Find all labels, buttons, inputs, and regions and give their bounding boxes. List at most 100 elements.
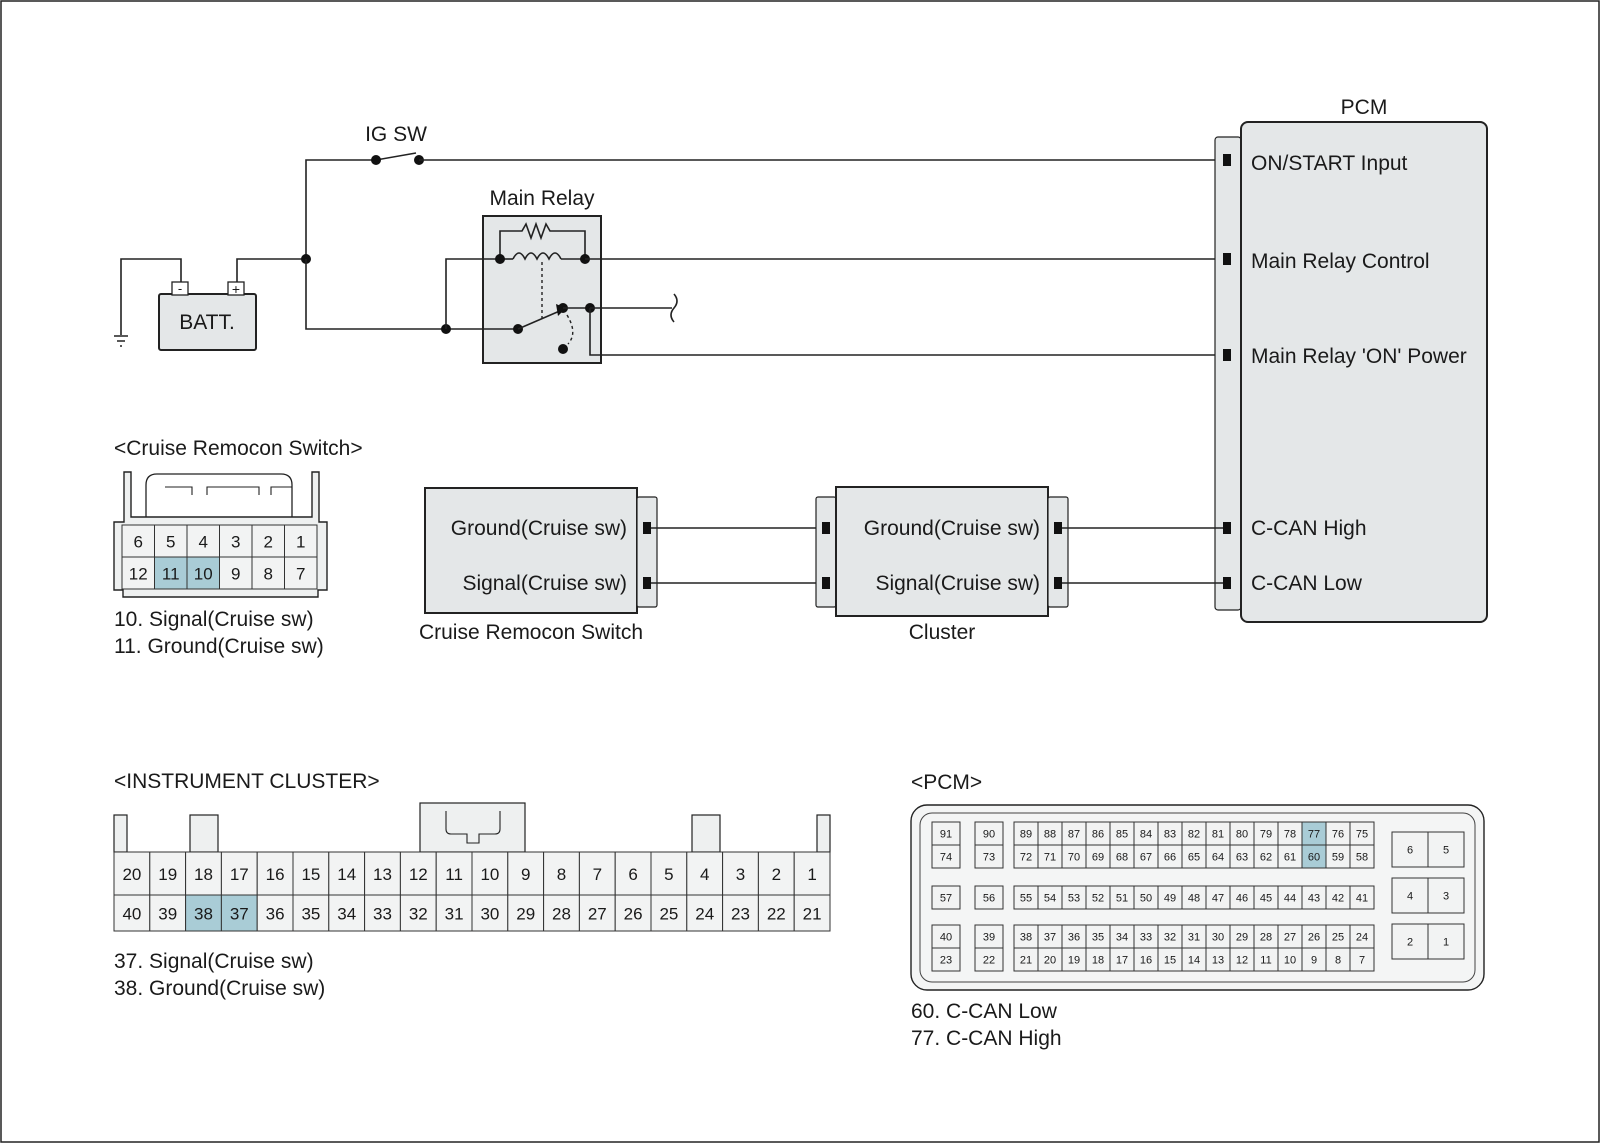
pcm-pin-7-label: 7 [1359, 955, 1365, 967]
cluster-pin-40-cell [113, 894, 151, 932]
cluster-pin-9-cell [507, 851, 545, 896]
pcm-connector-inner [919, 812, 1476, 983]
cluster-pin-10-label: 10 [480, 865, 499, 884]
pcm-pin-22-label: 22 [983, 955, 995, 967]
pcm-pin-77-label: 77 [1308, 829, 1320, 841]
pcm-pin-42-label: 42 [1332, 893, 1344, 905]
relay-contact-arm [517, 309, 563, 330]
cluster-pin-5-label: 5 [664, 865, 673, 884]
cluster-pin-31-label: 31 [445, 905, 464, 924]
pcm-pin-67-label: 67 [1140, 852, 1152, 864]
cluster-pin-37-label: 37 [230, 905, 249, 924]
cruise-pin-6-label: 6 [134, 533, 143, 552]
pcm-pin-26-label: 26 [1308, 932, 1320, 944]
pcm-pin-7-cell [1349, 947, 1375, 972]
cluster-signal-label: Signal(Cruise sw) [875, 572, 1040, 595]
pcm-pin-52-label: 52 [1092, 893, 1104, 905]
pcm-pin-31-label: 31 [1188, 932, 1200, 944]
pcm-pin-3-cell [1427, 877, 1465, 914]
cluster-connector-ear-right [816, 814, 831, 853]
cluster-pin-23-cell [722, 894, 759, 932]
cluster-pin-24-cell [686, 894, 724, 932]
cluster-pin-38-cell [185, 894, 222, 932]
cruise-note-11: 11. Ground(Cruise sw) [114, 635, 324, 658]
battery-box [158, 293, 257, 351]
pcm-pin-41-cell [1349, 885, 1375, 910]
pcm-pin-51-label: 51 [1116, 893, 1128, 905]
ig-sw-label: IG SW [365, 123, 427, 146]
pcm-pin-8-label: 8 [1335, 955, 1341, 967]
cluster-pin-34-label: 34 [337, 905, 356, 924]
cruise-switch-pin-signal [643, 577, 651, 589]
pcm-pin-56-cell [974, 885, 1004, 910]
pcm-pin-32-label: 32 [1164, 932, 1176, 944]
pcm-pin-c-can-high [1223, 522, 1231, 534]
pcm-pin-45-label: 45 [1260, 893, 1272, 905]
pcm-pin-62-label: 62 [1260, 852, 1272, 864]
pcm-connector-title: <PCM> [911, 771, 982, 794]
cruise-switch-caption: Cruise Remocon Switch [419, 621, 643, 644]
cluster-pin-39-cell [149, 894, 187, 932]
pcm-pin-17-label: 17 [1116, 955, 1128, 967]
pcm-pin-36-label: 36 [1068, 932, 1080, 944]
pcm-pin-63-label: 63 [1236, 852, 1248, 864]
cluster-connector-key-left [189, 814, 219, 853]
pcm-pin-55-label: 55 [1020, 893, 1032, 905]
cluster-pin-27-label: 27 [588, 905, 607, 924]
pcm-pin-33-label: 33 [1140, 932, 1152, 944]
pcm-pin-label-c-can-low: C-CAN Low [1251, 572, 1363, 595]
cluster-connector-lock [419, 802, 526, 853]
cruise-pin-12-label: 12 [129, 565, 148, 584]
cluster-pin-21-cell [793, 894, 831, 932]
cluster-pin-36-label: 36 [266, 905, 285, 924]
relay-resistor [499, 221, 586, 259]
pcm-pin-64-label: 64 [1212, 852, 1224, 864]
cluster-pin-37-cell [220, 894, 258, 932]
cluster-pin-signal-in [822, 577, 830, 589]
cluster-pin-26-cell [614, 894, 652, 932]
pcm-pin-78-label: 78 [1284, 829, 1296, 841]
pcm-pin-47-label: 47 [1212, 893, 1224, 905]
cluster-pin-17-cell [220, 851, 258, 896]
cluster-pin-32-cell [399, 894, 437, 932]
cruise-pin-11-label: 11 [162, 565, 180, 584]
pcm-pin-60-label: 60 [1308, 852, 1320, 864]
cluster-pin-8-cell [543, 851, 580, 896]
cluster-pin-12-label: 12 [409, 865, 428, 884]
cruise-connector-key [165, 486, 292, 495]
pcm-pin-72-label: 72 [1020, 852, 1032, 864]
cluster-pin-35-cell [292, 894, 330, 932]
cluster-pin-26-label: 26 [624, 905, 643, 924]
battery-positive-wire [236, 258, 306, 283]
pcm-pin-58-cell [1349, 844, 1375, 869]
pcm-title: PCM [1341, 96, 1388, 119]
pcm-pin-86-label: 86 [1092, 829, 1104, 841]
pcm-pin-83-label: 83 [1164, 829, 1176, 841]
cruise-switch-pin-ground [643, 522, 651, 534]
pcm-pin-label-main-relay-control: Main Relay Control [1251, 250, 1430, 273]
pcm-pin-73-cell [974, 844, 1004, 869]
pcm-pin-57-label: 57 [940, 893, 952, 905]
cluster-pin-8-label: 8 [557, 865, 566, 884]
pcm-connector-tab [1214, 136, 1242, 611]
cluster-pin-30-label: 30 [480, 905, 499, 924]
pcm-pin-89-label: 89 [1020, 829, 1032, 841]
pcm-pin-29-label: 29 [1236, 932, 1248, 944]
cluster-pin-17-label: 17 [230, 865, 249, 884]
cruise-pin-12-cell [121, 556, 155, 590]
ig-sw-contact [375, 152, 417, 161]
cluster-pin-6-label: 6 [628, 865, 637, 884]
cluster-connector-tab-left [815, 496, 837, 608]
pcm-pin-44-label: 44 [1284, 893, 1296, 905]
cluster-pin-39-label: 39 [158, 905, 177, 924]
cluster-pin-29-cell [507, 894, 545, 932]
pcm-pin-66-label: 66 [1164, 852, 1176, 864]
pcm-pin-22-cell [974, 947, 1004, 972]
pcm-pin-23-label: 23 [940, 955, 952, 967]
cruise-pin-7-label: 7 [296, 565, 305, 584]
pcm-pin-19-label: 19 [1068, 955, 1080, 967]
cluster-pin-33-label: 33 [373, 905, 392, 924]
main-relay-label: Main Relay [489, 187, 595, 210]
